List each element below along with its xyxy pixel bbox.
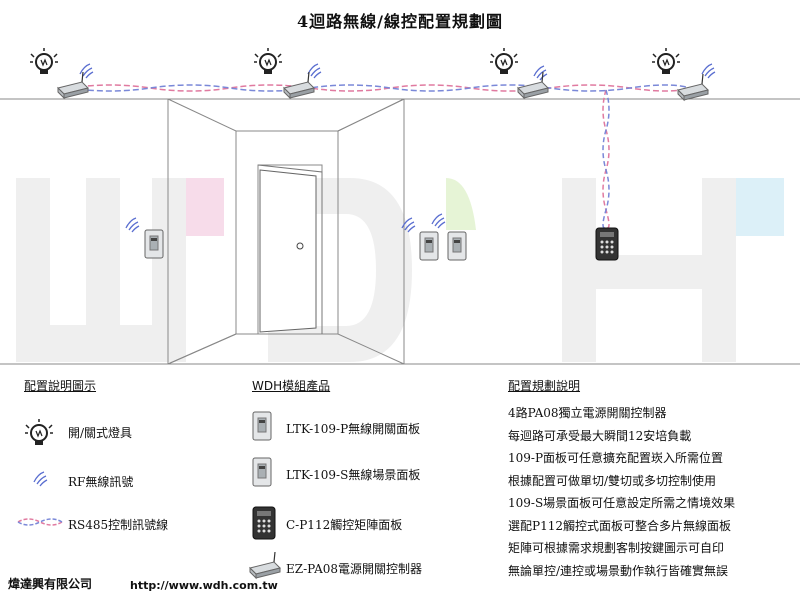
rf-signal-icon bbox=[307, 63, 322, 79]
rf-signal-icon bbox=[533, 65, 548, 81]
note-line: 4路PA08獨立電源開關控制器 bbox=[508, 406, 667, 420]
product-label: LTK-109-P無線開關面板 bbox=[286, 422, 421, 436]
legend-item-label: RS485控制訊號線 bbox=[68, 518, 169, 532]
rs485-line-icon bbox=[17, 518, 63, 526]
note-line: 無論單控/連控或場景動作執行皆確實無誤 bbox=[508, 563, 729, 578]
note-line: 根據配置可做單切/雙切或多切控制使用 bbox=[508, 473, 717, 488]
notes-header: 配置規劃說明 bbox=[508, 379, 581, 393]
scene-panel-icon bbox=[252, 457, 272, 487]
bulb-icon bbox=[253, 47, 283, 75]
wireless-switch-icon bbox=[419, 231, 439, 261]
legend-header: 配置說明圖示 bbox=[24, 379, 97, 393]
note-line: 選配P112觸控式面板可整合多片無線面板 bbox=[508, 518, 731, 533]
notes-list: 4路PA08獨立電源開關控制器 每迴路可承受最大瞬間12安培負載 109-P面板… bbox=[508, 402, 798, 582]
note-line: 每迴路可承受最大瞬間12安培負載 bbox=[508, 428, 692, 443]
wireless-switch-icon bbox=[252, 411, 272, 441]
products-header: WDH模組產品 bbox=[252, 379, 331, 393]
rf-signal-icon bbox=[33, 471, 48, 487]
bulb-icon bbox=[489, 47, 519, 75]
note-line: 109-P面板可任意擴充配置崁入所需位置 bbox=[508, 451, 724, 465]
product-label: LTK-109-S無線場景面板 bbox=[286, 468, 421, 482]
company-name: 煒達興有限公司 bbox=[8, 577, 93, 591]
wireless-switch-icon bbox=[144, 229, 164, 259]
company-url: http://www.wdh.com.tw bbox=[130, 579, 278, 592]
legend-item-label: RF無線訊號 bbox=[68, 475, 134, 489]
product-label: C-P112觸控矩陣面板 bbox=[286, 518, 403, 532]
rs485-line-main bbox=[69, 84, 691, 92]
diagram-title: 4迴路無線/線控配置規劃圖 bbox=[297, 12, 503, 31]
rf-signal-icon bbox=[125, 217, 140, 233]
bulb-icon bbox=[24, 418, 54, 446]
power-controller-icon bbox=[249, 552, 281, 579]
note-line: 109-S場景面板可任意設定所需之情境效果 bbox=[508, 496, 736, 510]
rf-signal-icon bbox=[701, 63, 716, 79]
rf-signal-icon bbox=[431, 213, 446, 229]
rf-signal-icon bbox=[79, 63, 94, 79]
product-label: EZ-PA08電源開關控制器 bbox=[286, 562, 423, 576]
rs485-line-drop bbox=[602, 89, 610, 229]
wdh-watermark bbox=[16, 178, 784, 362]
legend-item-label: 開/關式燈具 bbox=[68, 426, 133, 440]
touch-matrix-panel-icon bbox=[595, 227, 619, 261]
scene-panel-icon bbox=[447, 231, 467, 261]
bulb-icon bbox=[651, 47, 681, 75]
touch-matrix-panel-icon bbox=[252, 506, 276, 540]
bulb-icon bbox=[29, 47, 59, 75]
note-line: 矩陣可根據需求規劃客制按鍵圖示可自印 bbox=[508, 541, 725, 555]
